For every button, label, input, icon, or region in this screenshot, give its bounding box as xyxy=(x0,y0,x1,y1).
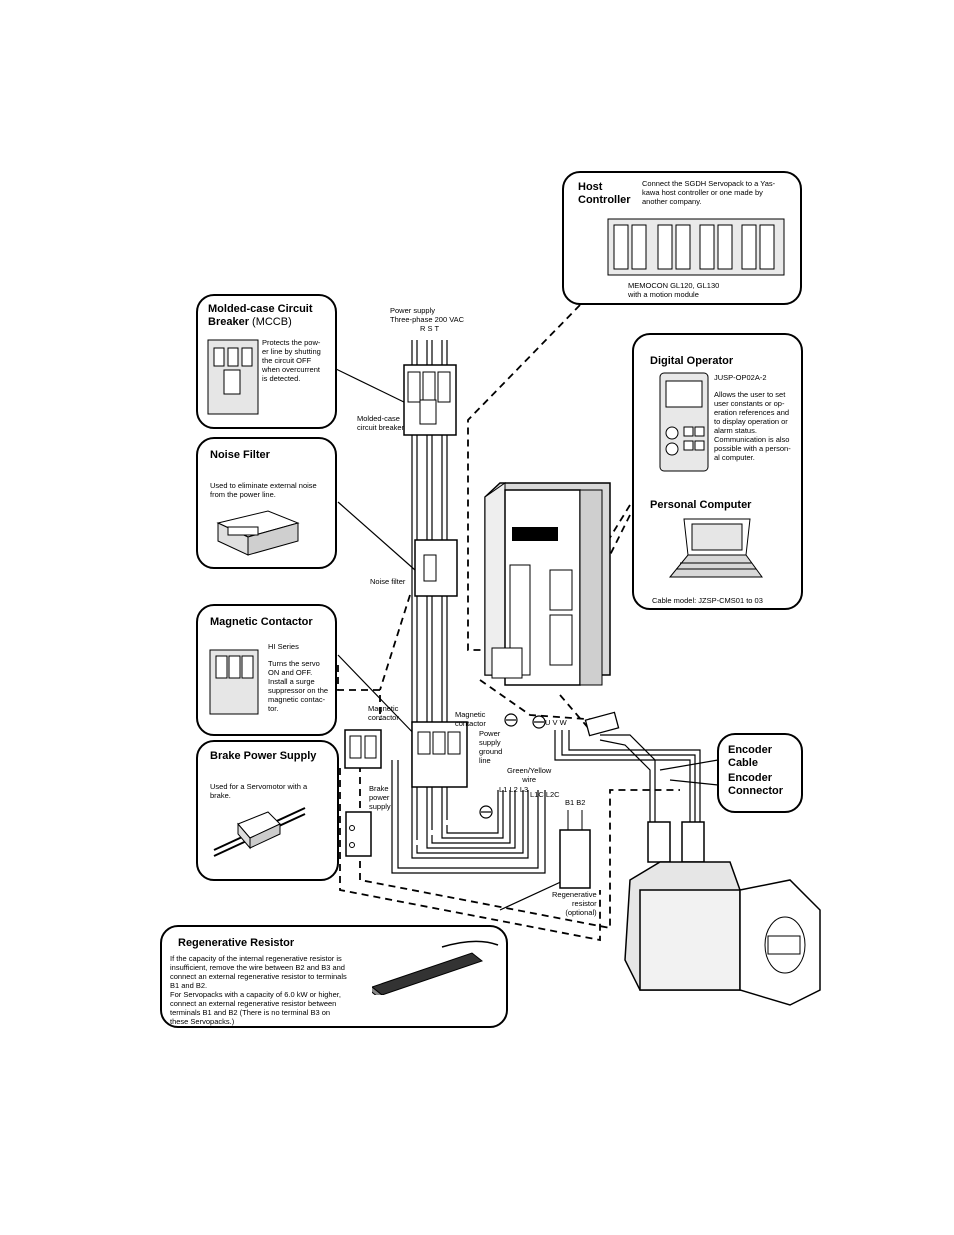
brake-power-supply-panel: Brake Power Supply Used for a Servomotor… xyxy=(196,740,339,881)
host-controller-panel: Host Controller Connect the SGDH Servopa… xyxy=(562,171,802,305)
regenerative-resistor-image xyxy=(372,940,499,995)
magnetic-contactor-image xyxy=(209,649,259,715)
magnetic-contactor-description: Turns the servo ON and OFF. Install a su… xyxy=(268,659,329,713)
regenerative-resistor-side-label: Regenerative resistor (optional) xyxy=(552,890,597,917)
host-controller-model: MEMOCON GL120, GL130 with a motion modul… xyxy=(628,281,720,299)
magnetic-contactor-series: HI Series xyxy=(268,642,299,651)
b-terminals-label: B1 B2 xyxy=(565,798,586,807)
mccb-title-abbr: (MCCB) xyxy=(248,316,292,328)
magnetic-contactor-device xyxy=(411,721,468,788)
ground-line-label: Power supply ground line xyxy=(479,729,503,765)
green-yellow-wire-label: Green/Yellow wire xyxy=(507,766,552,784)
noise-filter-title: Noise Filter xyxy=(210,449,270,461)
encoder-plug xyxy=(584,711,620,737)
magnetic-contactor-panel: Magnetic Contactor HI Series Turns the s… xyxy=(196,604,337,736)
noise-filter-side-label: Noise filter xyxy=(370,577,406,586)
personal-computer-cable: Cable model: JZSP-CMS01 to 03 xyxy=(652,596,763,605)
mccb-device xyxy=(403,364,457,436)
small-contactor-device xyxy=(344,729,382,769)
noise-filter-panel: Noise Filter Used to eliminate external … xyxy=(196,437,337,569)
brake-power-supply-title: Brake Power Supply xyxy=(210,750,317,762)
mccb-panel: Molded-case Circuit Breaker (MCCB) Prote… xyxy=(196,294,337,429)
servomotor-device xyxy=(624,821,821,1006)
leader-lines xyxy=(335,368,719,911)
digital-operator-panel: Digital Operator JUSP-OP02A-2 Allows the… xyxy=(632,333,803,610)
brake-power-supply-device xyxy=(345,811,372,857)
noise-filter-image xyxy=(216,510,300,556)
l-terminals-label: L1 L2 L3 xyxy=(499,785,529,794)
host-controller-description: Connect the SGDH Servopack to a Yas- kaw… xyxy=(642,179,776,206)
digital-operator-title: Digital Operator xyxy=(650,355,734,367)
power-routing xyxy=(391,760,546,874)
mccb-title-breaker: Breaker xyxy=(208,316,249,328)
motor-cables xyxy=(554,730,701,830)
magnetic-contactor-title: Magnetic Contactor xyxy=(210,616,313,628)
magnetic-contactor-side-label-2: Magnetic contactor xyxy=(455,710,486,728)
digital-operator-description: Allows the user to set user constants or… xyxy=(714,390,791,462)
host-controller-title: Host Controller xyxy=(578,181,631,206)
regenerative-resistor-panel: Regenerative Resistor If the capacity of… xyxy=(160,925,508,1028)
personal-computer-image xyxy=(668,518,763,578)
mccb-title-line2: Breaker (MCCB) xyxy=(208,316,292,328)
magnetic-contactor-side-label-1: Magnetic contactor xyxy=(368,704,399,722)
mccb-side-label: Molded-case circuit breaker xyxy=(357,414,405,432)
mccb-image xyxy=(207,339,259,415)
encoder-panel: Encoder Cable Encoder Connector xyxy=(717,733,803,813)
power-supply-label: Power supply Three-phase 200 VAC xyxy=(390,306,465,324)
encoder-cable-label: Encoder Cable xyxy=(728,744,773,769)
noise-filter-description: Used to eliminate external noise from th… xyxy=(210,481,317,499)
regenerative-resistor-device xyxy=(559,810,591,889)
ground-symbols xyxy=(479,713,546,819)
lc-terminals-label: L1C L2C xyxy=(530,790,560,799)
digital-operator-image xyxy=(659,372,709,472)
uvw-terminals-label: U V W xyxy=(545,718,567,727)
host-controller-image xyxy=(607,218,785,276)
rst-terminals-label: R S T xyxy=(420,324,440,333)
servopack-device xyxy=(484,482,611,686)
regenerative-resistor-description: If the capacity of the internal regenera… xyxy=(170,954,347,1026)
regenerative-resistor-title: Regenerative Resistor xyxy=(178,937,295,949)
brake-power-supply-image xyxy=(213,807,306,857)
noise-filter-device xyxy=(414,539,458,597)
digital-operator-model: JUSP-OP02A-2 xyxy=(714,373,767,382)
brake-power-supply-description: Used for a Servomotor with a brake. xyxy=(210,782,308,800)
personal-computer-title: Personal Computer xyxy=(650,499,752,511)
brake-power-supply-side-label: Brake power supply xyxy=(369,784,391,811)
mccb-title: Molded-case Circuit xyxy=(208,303,313,315)
mccb-description: Protects the pow- er line by shutting th… xyxy=(262,338,321,383)
encoder-connector-label: Encoder Connector xyxy=(728,772,783,797)
